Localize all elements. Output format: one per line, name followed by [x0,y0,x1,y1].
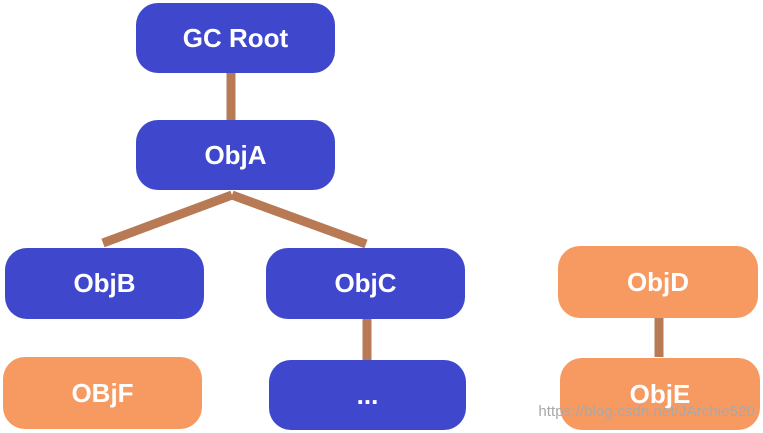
edge-obja-objc [230,190,368,249]
node-obj-f: OBjF [3,357,202,429]
node-obj-d: ObjD [558,246,758,318]
watermark: https://blog.csdn.net/JArchie520 [538,403,755,420]
node-gc-root: GC Root [136,3,335,73]
node-more: ... [269,360,466,430]
node-obj-b: ObjB [5,248,204,319]
node-obj-a: ObjA [136,120,335,190]
edge-obja-objb [101,190,234,248]
node-obj-c: ObjC [266,248,465,319]
node-obj-e: ObjE [560,358,760,430]
